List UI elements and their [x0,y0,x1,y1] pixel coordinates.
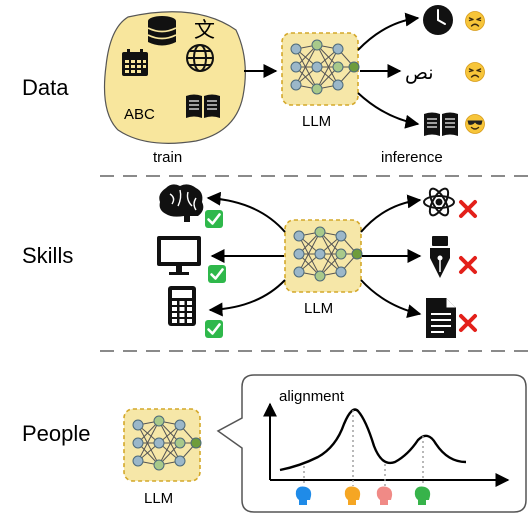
llm-label-data: LLM [302,113,331,130]
llm-label-people: LLM [144,490,173,507]
llm-label-skills: LLM [304,300,333,317]
chart-title: alignment [279,388,345,405]
cross-icon [459,256,477,274]
inference-label: inference [381,149,443,166]
arrow-llm-to-atom [360,194,422,233]
cross-icon [459,314,477,332]
database-icon [147,16,177,46]
monitor-icon [157,236,201,275]
arrow-llm-to-brain [206,191,286,233]
section-label-data: Data [22,75,69,100]
check-icon [206,263,228,285]
check-icon [203,208,225,230]
sad-face-icon [464,61,486,83]
llm-box-people [123,408,202,482]
atom-icon [423,187,455,217]
book-icon [423,111,459,137]
section-label-people: People [22,421,91,446]
arrow-llm-to-book [357,92,420,129]
section-label-skills: Skills [22,243,73,268]
llm-box-skills [284,219,363,293]
chinese-char-icon: 文 [194,19,215,42]
arrow-llm-to-document [360,279,422,319]
cool-face-icon [464,113,486,135]
alignment-guides [303,410,424,486]
llm-box-data [281,32,360,106]
brain-icon [159,184,204,222]
abc-text: ABC [124,106,155,123]
arabic-text: نص [405,62,434,84]
calendar-icon [122,49,148,76]
arrow-llm-to-calculator [208,279,286,317]
alignment-curve [279,408,467,472]
fountain-pen-icon [430,236,450,278]
clock-icon [423,5,453,35]
train-label: train [153,149,182,166]
sad-face-icon [464,10,486,32]
check-icon [203,318,225,340]
globe-icon [186,44,214,72]
document-icon [426,298,456,338]
cross-icon [459,200,477,218]
arrow-llm-to-clock [357,12,420,51]
calculator-icon [168,286,196,326]
